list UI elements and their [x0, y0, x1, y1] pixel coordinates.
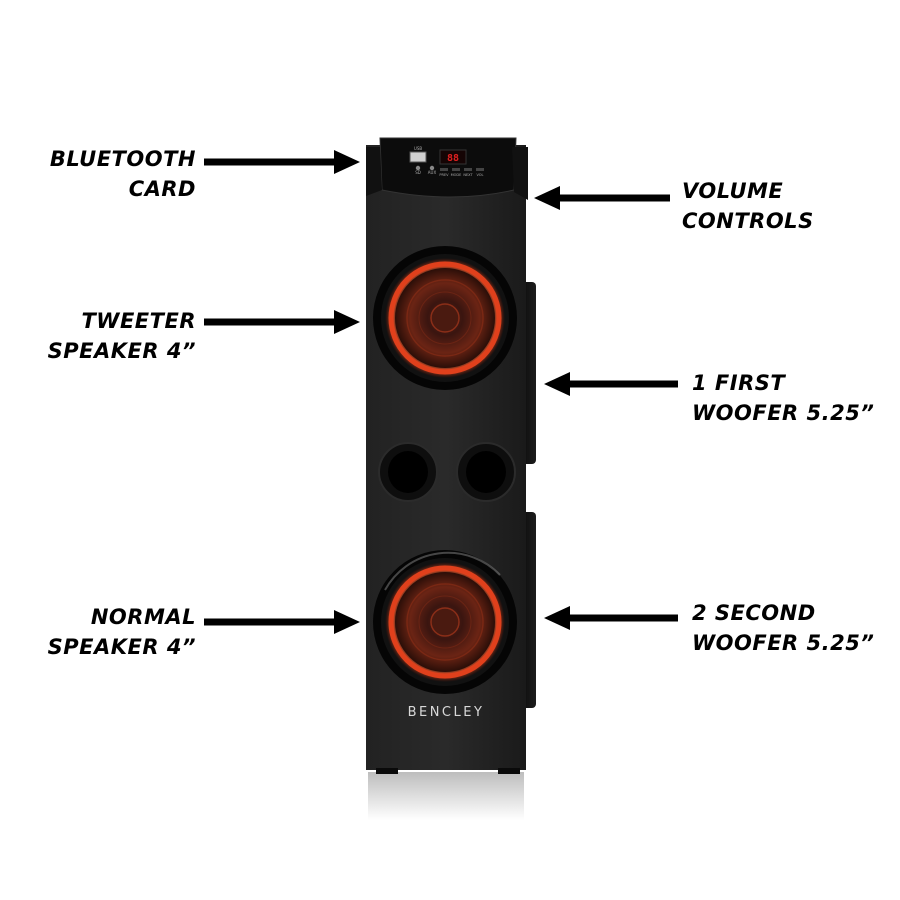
brand-logo: BENCLEY [408, 705, 485, 720]
vol-button[interactable] [476, 168, 484, 171]
label-volume-line1: VOLUME [682, 179, 784, 203]
prev-button[interactable] [440, 168, 448, 171]
vol-label: VOL [476, 173, 483, 177]
label-second-woofer-line1: 2 SECOND [692, 601, 816, 625]
sd-slot[interactable] [415, 165, 421, 171]
normal-speaker [373, 550, 517, 694]
label-tweeter-line2: SPEAKER 4” [47, 339, 196, 363]
label-first-woofer-line1: 1 FIRST [692, 371, 786, 395]
arrow-bluetooth [204, 150, 360, 174]
label-tweeter-speaker: TWEETER SPEAKER 4” [20, 306, 196, 366]
sd-label: SD [415, 170, 421, 175]
led-display [439, 149, 467, 165]
bass-port-right [456, 442, 516, 502]
arrow-normal [204, 610, 360, 634]
prev-label: PREV [439, 173, 449, 177]
label-second-woofer-line2: WOOFER 5.25” [692, 631, 875, 655]
foot-right [498, 768, 520, 774]
label-second-woofer: 2 SECOND WOOFER 5.25” [692, 598, 892, 658]
bass-port-left [378, 442, 438, 502]
label-volume-line2: CONTROLS [682, 209, 814, 233]
label-first-woofer-line2: WOOFER 5.25” [692, 401, 875, 425]
mode-label: MODE [451, 173, 462, 177]
label-bluetooth-card: BLUETOOTH CARD [20, 144, 196, 204]
aux-label: AUX [428, 170, 437, 175]
arrow-volume [534, 186, 670, 210]
label-volume-controls: VOLUME CONTROLS [682, 176, 882, 236]
arrow-second-woofer [544, 606, 678, 630]
mode-button[interactable] [452, 168, 460, 171]
usb-port[interactable] [409, 151, 427, 163]
usb-label: USB [414, 146, 422, 151]
floor-reflection [368, 772, 524, 820]
label-tweeter-line1: TWEETER [81, 309, 196, 333]
tweeter-speaker [373, 246, 517, 390]
foot-left [376, 768, 398, 774]
control-panel [379, 137, 517, 198]
next-label: NEXT [463, 173, 473, 177]
label-bluetooth-line1: BLUETOOTH [49, 147, 196, 171]
arrow-first-woofer [544, 372, 678, 396]
label-bluetooth-line2: CARD [128, 177, 196, 201]
label-first-woofer: 1 FIRST WOOFER 5.25” [692, 368, 892, 428]
aux-jack[interactable] [429, 165, 435, 171]
label-normal-line2: SPEAKER 4” [47, 635, 196, 659]
led-display-text: 88 [447, 153, 459, 164]
label-normal-line1: NORMAL [90, 605, 196, 629]
next-button[interactable] [464, 168, 472, 171]
arrow-tweeter [204, 310, 360, 334]
label-normal-speaker: NORMAL SPEAKER 4” [20, 602, 196, 662]
